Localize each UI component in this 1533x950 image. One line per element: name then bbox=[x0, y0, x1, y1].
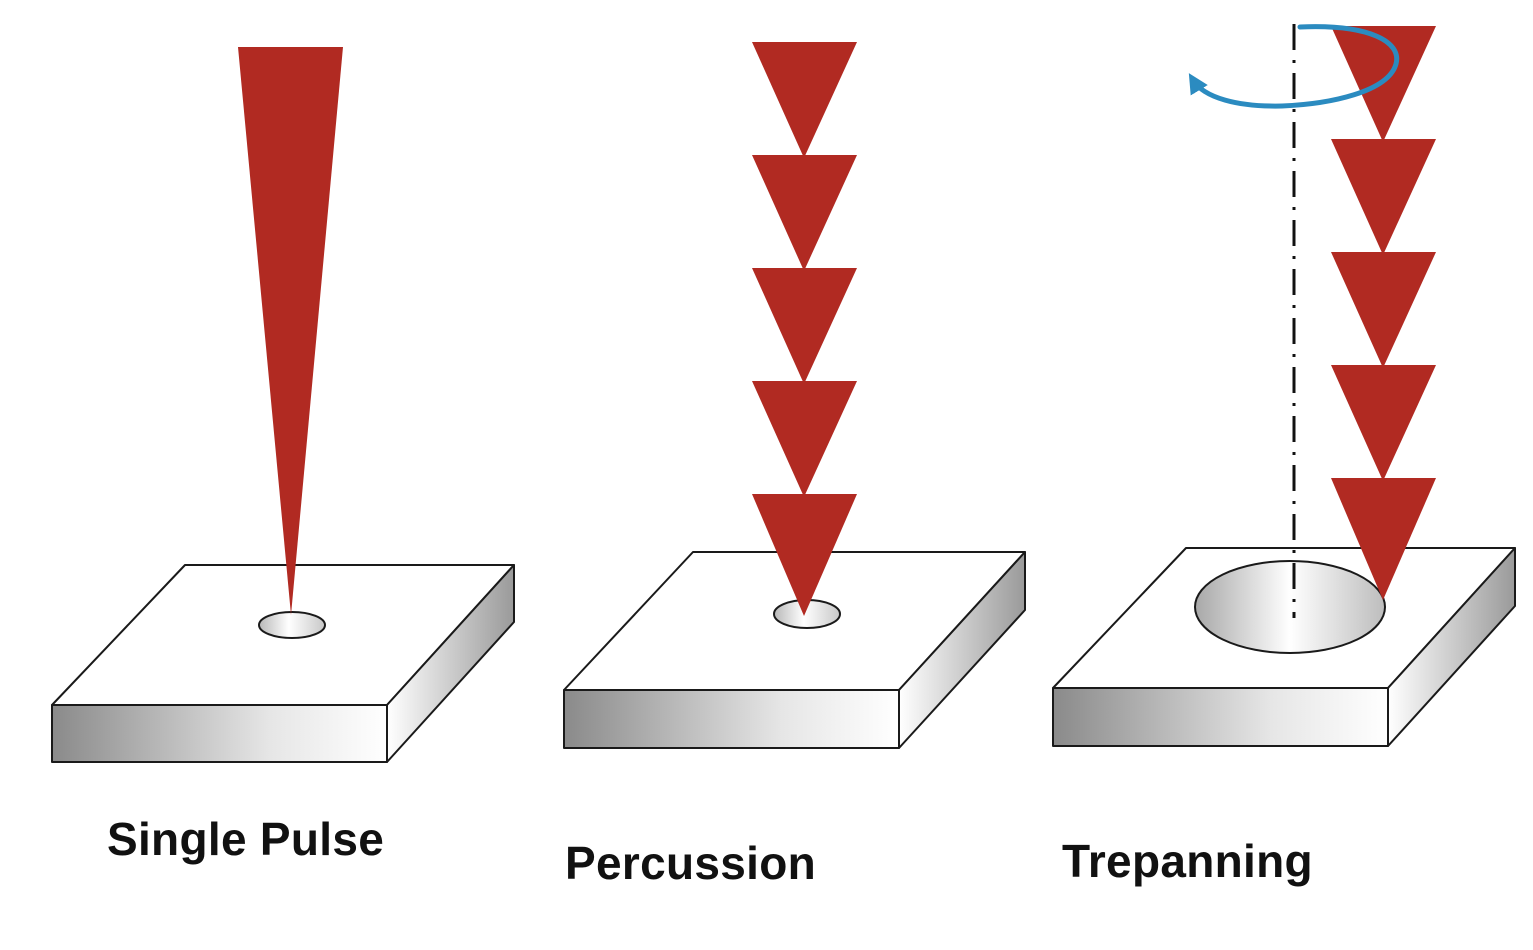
single-pulse-caption: Single Pulse bbox=[107, 813, 385, 865]
laser-pulse bbox=[1331, 26, 1436, 142]
laser-beam-cone bbox=[238, 47, 343, 615]
trepanning-panel bbox=[1052, 24, 1516, 747]
laser-pulse bbox=[752, 268, 857, 384]
laser-pulse bbox=[1331, 365, 1436, 481]
trepanning-caption: Trepanning bbox=[1062, 835, 1313, 887]
plate-front-face bbox=[51, 704, 388, 763]
drilled-hole bbox=[258, 611, 326, 639]
plate-right-face bbox=[386, 564, 515, 763]
laser-pulse bbox=[1331, 139, 1436, 255]
laser-pulse bbox=[1331, 252, 1436, 368]
rotation-arrow-icon bbox=[1188, 24, 1400, 109]
plate-front-face bbox=[563, 689, 900, 749]
laser-pulse bbox=[752, 42, 857, 158]
plate-right-face bbox=[898, 551, 1026, 749]
laser-pulse bbox=[752, 494, 857, 616]
plate-front-face bbox=[1052, 687, 1389, 747]
laser-pulse bbox=[1331, 478, 1436, 600]
laser-pulse-stack bbox=[752, 42, 857, 616]
laser-pulse-stack bbox=[1331, 26, 1436, 600]
single-pulse-panel bbox=[51, 47, 515, 763]
plate-right-face bbox=[1387, 547, 1516, 747]
laser-pulse bbox=[752, 381, 857, 497]
laser-pulse bbox=[752, 155, 857, 271]
trepanned-hole bbox=[1194, 560, 1386, 654]
workpiece-plate bbox=[51, 564, 515, 763]
percussion-panel bbox=[563, 42, 1026, 749]
percussion-caption: Percussion bbox=[565, 837, 816, 889]
